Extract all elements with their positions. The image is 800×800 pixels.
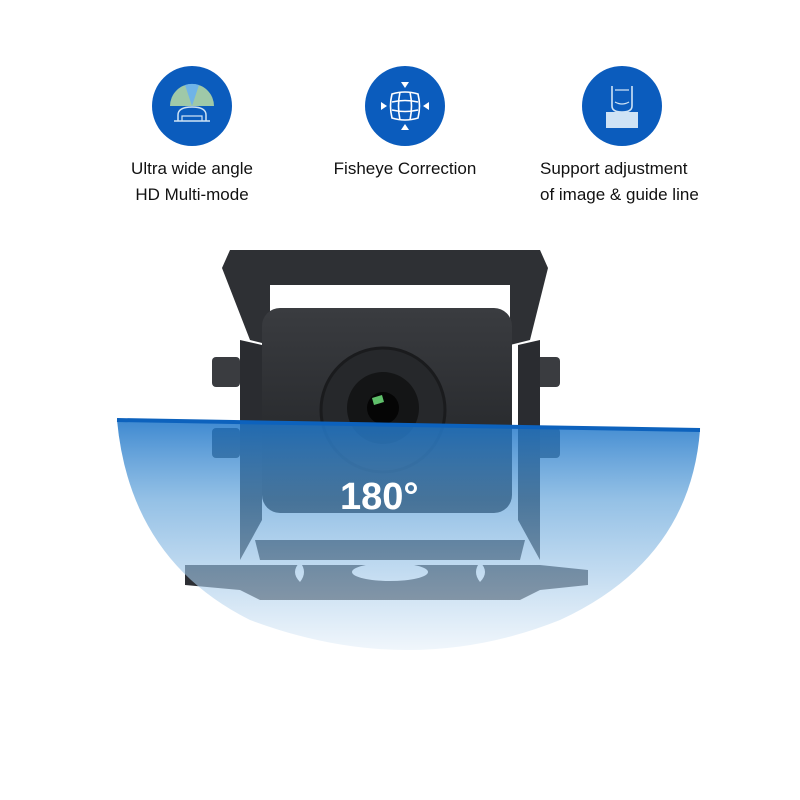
view-angle-label: 180° (340, 476, 419, 518)
wide-angle-icon (152, 66, 232, 146)
guide-line-adjustment-icon (582, 66, 662, 146)
feature-line-1: Fisheye Correction (333, 159, 477, 178)
feature-line-1: Support adjustment (540, 159, 688, 178)
fisheye-correction-icon (365, 66, 445, 146)
feature-ultra-wide-angle: Ultra wide angle HD Multi-mode (82, 66, 302, 208)
feature-line-2: of image & guide line (540, 185, 699, 204)
feature-line-1: Ultra wide angle (131, 159, 253, 178)
feature-guide-line-adjustment: Support adjustment of image & guide line (512, 66, 732, 208)
feature-fisheye-correction: Fisheye Correction (295, 66, 515, 182)
feature-line-2: HD Multi-mode (135, 185, 249, 204)
